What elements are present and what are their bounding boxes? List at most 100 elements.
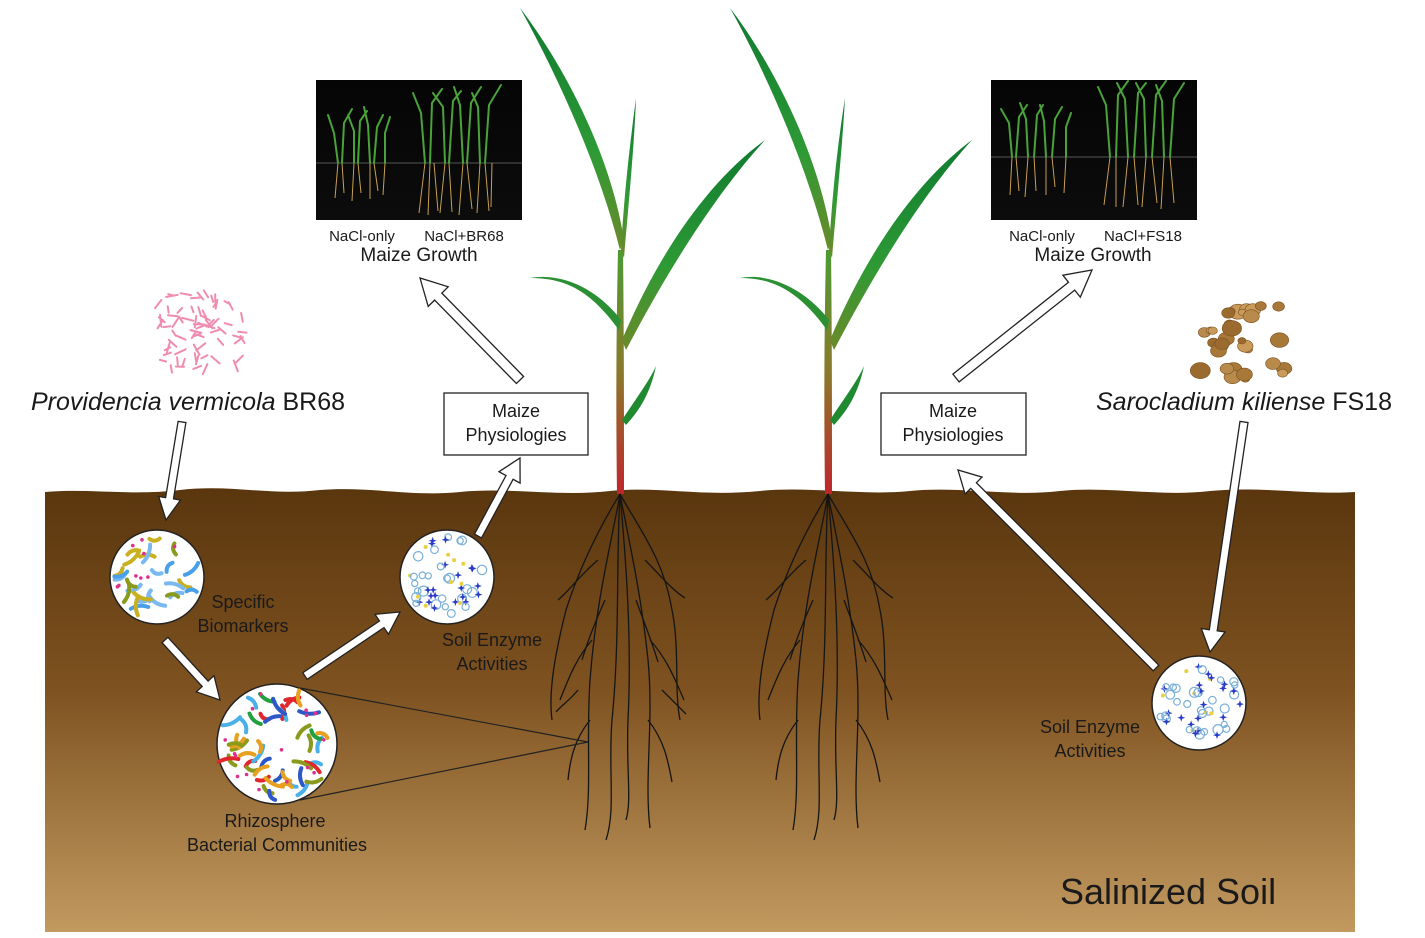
enzyme (457, 593, 468, 604)
microbe (247, 711, 263, 726)
enzyme (412, 599, 420, 608)
enzyme-star (1229, 687, 1238, 696)
enzyme-dot (452, 558, 457, 563)
biomarkers-circle (109, 529, 205, 625)
right-photo-label-treatment: NaCl+FS18 (1104, 228, 1182, 245)
arrow-physiology-to-growth-right (951, 269, 1094, 383)
spore (1255, 301, 1267, 311)
microbe (280, 769, 293, 783)
microbe (122, 550, 141, 567)
enzyme (441, 603, 449, 611)
microbe (125, 548, 142, 557)
microbe (306, 733, 314, 753)
bacterium (195, 342, 207, 352)
soil-label: Salinized Soil (1060, 871, 1276, 912)
enzyme (424, 572, 432, 580)
right-enzyme-circle (1151, 655, 1247, 751)
enzyme (1197, 664, 1207, 675)
spore (1221, 320, 1242, 337)
right-organism-strain: FS18 (1325, 388, 1392, 416)
microbe (304, 776, 324, 785)
microbe (171, 541, 178, 557)
enzyme (1229, 677, 1239, 687)
bacterium (239, 335, 246, 344)
microbe (297, 766, 305, 788)
bacterium (216, 337, 225, 346)
bacterium (175, 334, 187, 341)
enzyme-dot (416, 594, 420, 599)
arrow-organism-to-enzymes-right (1200, 420, 1249, 654)
bacterium (210, 294, 215, 303)
spore (1207, 326, 1218, 335)
enzyme-star (1204, 670, 1213, 679)
bacterium (199, 314, 211, 322)
microbe (315, 731, 330, 740)
bacterium (193, 314, 198, 329)
enzyme-star (454, 571, 463, 580)
enzyme-star (1193, 726, 1202, 735)
spore (1272, 301, 1285, 312)
microbe (216, 756, 241, 764)
enzyme-dot (449, 580, 454, 584)
microbe-dot (322, 738, 326, 742)
microbe-dot (140, 538, 144, 542)
enzyme (412, 550, 424, 562)
enzyme-star (1195, 681, 1204, 690)
enzyme-star (1162, 717, 1171, 726)
bacterium (166, 305, 170, 314)
enzyme-star (427, 539, 436, 548)
enzyme (1219, 703, 1230, 714)
community-line1: Rhizosphere (224, 811, 325, 831)
enzyme-dot (461, 561, 466, 566)
right-physiology-line1: Maize (929, 401, 977, 421)
bacterium (181, 316, 195, 322)
spore (1242, 309, 1260, 324)
bacterium (237, 330, 248, 334)
bacterium (196, 291, 205, 301)
microbe (283, 697, 300, 705)
root-system-left (550, 493, 687, 841)
microbe (149, 568, 164, 576)
right-organism-italic: Sarocladium kiliense (1096, 388, 1325, 416)
enzyme (1220, 720, 1228, 729)
bacterium (181, 357, 186, 368)
enzyme (1161, 711, 1171, 721)
enzyme-star (1235, 700, 1244, 709)
enzyme (476, 564, 488, 576)
bacterium (169, 364, 173, 374)
bacterium (232, 334, 241, 339)
microbe (267, 788, 278, 802)
bacterium (159, 313, 163, 328)
microbe (254, 774, 271, 783)
enzyme (411, 592, 422, 603)
microbe-dot (134, 574, 138, 578)
community-line2: Bacterial Communities (187, 835, 367, 855)
spore (1214, 337, 1230, 350)
left-enzyme-line2: Activities (456, 654, 527, 674)
microbe (177, 578, 193, 590)
bacterium (176, 356, 179, 366)
bacterium (165, 341, 171, 356)
right-physiology-line2: Physiologies (902, 425, 1003, 445)
enzyme (444, 533, 453, 542)
microbe-dot (258, 692, 263, 696)
microbe-dot (172, 544, 177, 549)
microbe (128, 603, 151, 611)
enzyme-star (458, 593, 467, 602)
left-photo-label-control: NaCl-only (329, 228, 395, 245)
spore (1219, 363, 1234, 375)
bacterium (167, 338, 178, 348)
left-organism-strain: BR68 (276, 388, 345, 416)
right-physiology-box (880, 392, 1027, 456)
bacterium (167, 314, 179, 318)
arrow-biomarkers-to-community (161, 636, 221, 702)
enzyme (1173, 697, 1181, 706)
bacterium (209, 328, 222, 334)
enzyme-star (451, 598, 460, 607)
microbe (239, 717, 249, 735)
bacterium (176, 307, 184, 314)
community-circle (216, 683, 338, 805)
enzyme (446, 608, 456, 618)
enzyme-star (1177, 713, 1186, 722)
